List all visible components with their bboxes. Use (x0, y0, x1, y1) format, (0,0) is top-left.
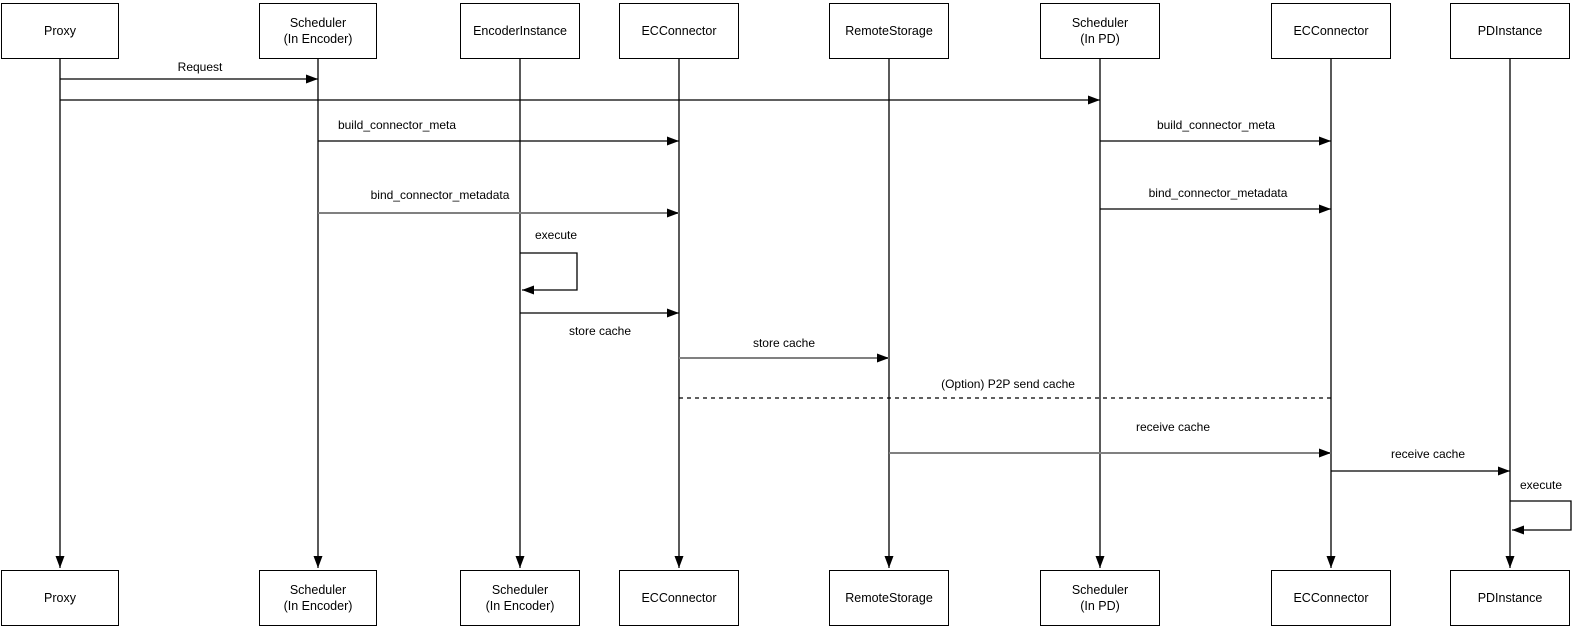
message-label-p2p-send-cache: (Option) P2P send cache (941, 377, 1075, 391)
actor-top-scheduler-encoder: Scheduler (In Encoder) (259, 3, 377, 59)
actor-top-encoder-instance: EncoderInstance (460, 3, 580, 59)
actor-label: PDInstance (1477, 590, 1543, 605)
message-label-execute-encoder: execute (534, 228, 578, 242)
actor-label: ECConnector (1293, 23, 1369, 38)
actor-label: Scheduler (In Encoder) (283, 15, 353, 47)
message-label-receive-cache-2: receive cache (1390, 447, 1466, 461)
message-self-loop-execute-encoder (520, 252, 578, 295)
message-label-execute-pd: execute (1519, 478, 1563, 492)
actor-bottom-scheduler-encoder: Scheduler (In Encoder) (259, 570, 377, 626)
actor-label: RemoteStorage (845, 590, 933, 605)
actor-bottom-scheduler-pd: Scheduler (In PD) (1040, 570, 1160, 626)
actor-label: Scheduler (In PD) (1071, 15, 1129, 47)
actor-bottom-scheduler-encoder-2: Scheduler (In Encoder) (460, 570, 580, 626)
actor-label: PDInstance (1477, 23, 1543, 38)
actor-label: Proxy (44, 23, 76, 38)
message-label-build-connector-meta-right: build_connector_meta (1156, 118, 1276, 132)
actor-label: Proxy (44, 590, 76, 605)
message-label-bind-connector-metadata-left: bind_connector_metadata (370, 188, 510, 202)
actor-bottom-remote-storage: RemoteStorage (829, 570, 949, 626)
actor-label: ECConnector (641, 590, 717, 605)
actor-top-proxy: Proxy (1, 3, 119, 59)
message-label-build-connector-meta-left: build_connector_meta (337, 118, 457, 132)
actor-top-pd-instance: PDInstance (1450, 3, 1570, 59)
actor-label: Scheduler (In Encoder) (283, 582, 353, 614)
actor-top-remote-storage: RemoteStorage (829, 3, 949, 59)
actor-bottom-pd-instance: PDInstance (1450, 570, 1570, 626)
actor-label: RemoteStorage (845, 23, 933, 38)
message-label-store-cache-2: store cache (752, 336, 816, 350)
actor-bottom-ec-connector-pd: ECConnector (1271, 570, 1391, 626)
actor-label: Scheduler (In PD) (1071, 582, 1129, 614)
actor-top-ec-connector-encoder: ECConnector (619, 3, 739, 59)
actor-label: EncoderInstance (473, 23, 567, 38)
message-self-loop-execute-pd (1510, 500, 1572, 535)
actor-label: ECConnector (641, 23, 717, 38)
actor-bottom-ec-connector-encoder: ECConnector (619, 570, 739, 626)
actor-label: Scheduler (In Encoder) (485, 582, 555, 614)
actor-top-ec-connector-pd: ECConnector (1271, 3, 1391, 59)
message-label-bind-connector-metadata-right: bind_connector_metadata (1148, 186, 1288, 200)
actor-bottom-proxy: Proxy (1, 570, 119, 626)
actor-label: ECConnector (1293, 590, 1369, 605)
message-label-request: Request (177, 60, 223, 74)
message-label-receive-cache-1: receive cache (1135, 420, 1211, 434)
message-label-store-cache-1: store cache (568, 324, 632, 338)
actor-top-scheduler-pd: Scheduler (In PD) (1040, 3, 1160, 59)
